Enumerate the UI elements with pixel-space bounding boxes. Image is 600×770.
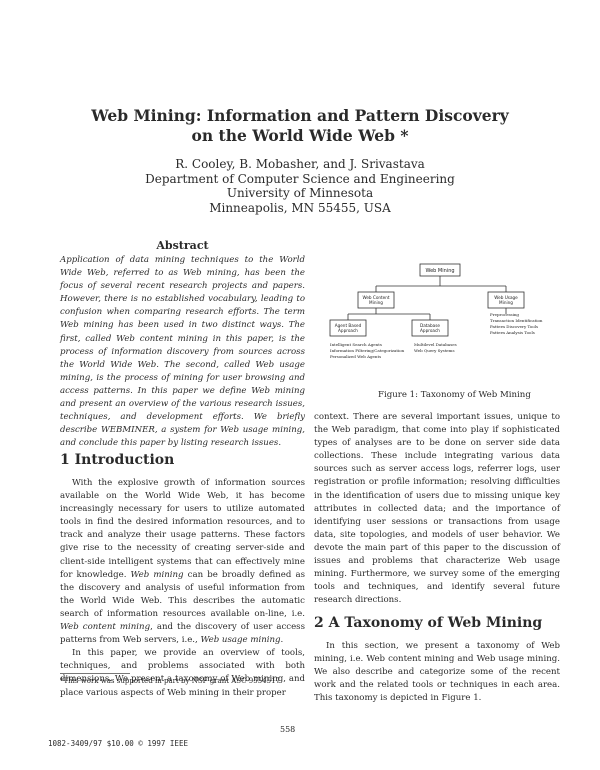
agent-item: Intelligent Search Agents — [330, 342, 382, 347]
paper-title: Web Mining: Information and Pattern Disc… — [60, 106, 540, 146]
node-label: Database — [420, 323, 440, 328]
section-1-para-1: With the explosive growth of information… — [60, 477, 305, 647]
title-line-2: on the World Wide Web * — [191, 126, 409, 145]
section-1-para-2: In this paper, we provide an overview of… — [60, 648, 305, 698]
node-agent-approach: Agent Based Approach — [329, 319, 367, 337]
diagram-connectors — [347, 276, 507, 320]
usage-item: Preprocessing — [490, 312, 519, 317]
usage-item: Pattern Discovery Tools — [490, 324, 538, 329]
agent-items: Intelligent Search Agents Information Fi… — [330, 342, 405, 359]
node-box — [419, 263, 461, 277]
node-box — [411, 319, 449, 337]
usage-item: Pattern Analysis Tools — [490, 330, 535, 335]
usage-items: Preprocessing Transaction Identification… — [490, 312, 543, 335]
agent-item: Personalized Web Agents — [330, 354, 381, 359]
node-web-usage-mining: Web Usage Mining — [487, 291, 525, 309]
section-1-body: With the explosive growth of information… — [60, 477, 305, 700]
section-2-body: In this section, we present a taxonomy o… — [314, 640, 560, 705]
node-web-content-mining: Web Content Mining — [357, 291, 395, 309]
node-box — [329, 319, 367, 337]
author-names: R. Cooley, B. Mobasher, and J. Srivastav… — [175, 157, 425, 171]
database-item: Web Query Systems — [414, 348, 455, 353]
figure-caption: Figure 1: Taxonomy of Web Mining — [378, 390, 531, 400]
node-label: Agent Based — [335, 323, 362, 328]
node-label: Mining — [369, 300, 383, 305]
author-city: Minneapolis, MN 55455, USA — [209, 200, 391, 215]
node-database-approach: Database Approach — [411, 319, 449, 337]
right-column-body: context. There are several important iss… — [314, 411, 560, 607]
author-block: R. Cooley, B. Mobasher, and J. Srivastav… — [80, 157, 520, 215]
usage-item: Transaction Identification — [490, 318, 543, 323]
copyright-line: 1082-3409/97 $10.00 © 1997 IEEE — [48, 739, 188, 748]
para-text: With the explosive growth of information… — [60, 478, 305, 580]
emphasis-web-content-mining: Web content mining — [60, 622, 151, 633]
node-label: Mining — [499, 300, 513, 305]
footnote: *This work was supported in part by NSF … — [60, 677, 280, 685]
para-text: . — [280, 635, 284, 646]
node-box — [487, 291, 525, 309]
node-label: Web Content — [362, 295, 389, 300]
title-line-1: Web Mining: Information and Pattern Disc… — [91, 106, 509, 125]
database-item: Multilevel Databases — [414, 342, 457, 347]
para-text: can be broadly defined as the discovery … — [60, 569, 305, 619]
section-1-heading: 1 Introduction — [60, 452, 175, 468]
author-dept: Department of Computer Science and Engin… — [145, 171, 455, 186]
page-number: 558 — [280, 725, 296, 734]
taxonomy-diagram: Web Mining Web Content Mining Web Usage … — [329, 263, 543, 359]
node-label: Approach — [420, 328, 440, 333]
node-label: Web Usage — [494, 295, 518, 300]
database-items: Multilevel Databases Web Query Systems — [414, 342, 457, 353]
footnote-rule — [60, 673, 130, 674]
author-univ: University of Minnesota — [226, 186, 374, 201]
continued-paragraph: context. There are several important iss… — [314, 412, 560, 606]
node-web-mining: Web Mining — [419, 263, 461, 277]
node-box — [357, 291, 395, 309]
emphasis-web-mining: Web mining — [130, 569, 184, 580]
abstract-text: Application of data mining techniques to… — [60, 255, 305, 449]
abstract-heading: Abstract — [156, 239, 209, 252]
agent-item: Information Filtering/Categorization — [330, 348, 405, 353]
para-text: , and the discovery of user access patte… — [60, 622, 305, 646]
node-label: Web Mining — [425, 268, 454, 274]
section-2-heading: 2 A Taxonomy of Web Mining — [314, 615, 543, 631]
emphasis-web-usage-mining: Web usage mining — [200, 635, 281, 646]
node-label: Approach — [338, 328, 358, 333]
section-2-para: In this section, we present a taxonomy o… — [314, 641, 560, 704]
